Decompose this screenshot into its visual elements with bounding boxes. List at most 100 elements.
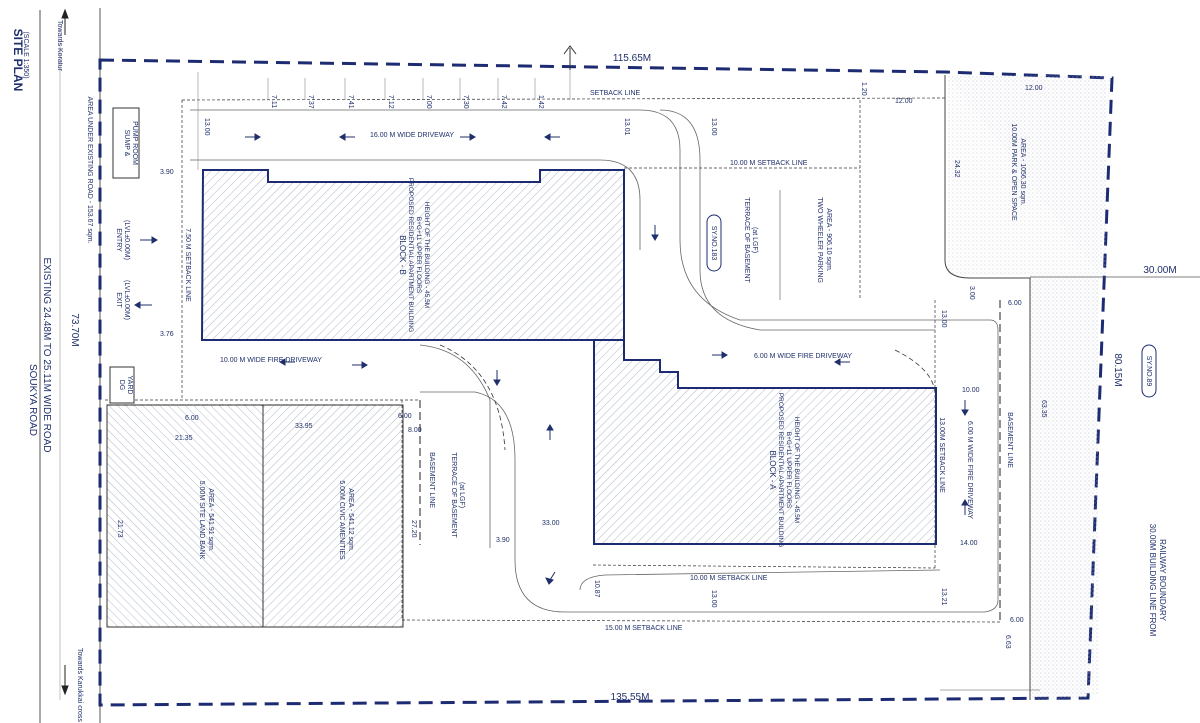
dim-21-35: 21.35: [175, 435, 193, 442]
dim-tick-3: 7.41: [347, 95, 354, 109]
setback-15-label: 15.00 M SETBACK LINE: [605, 625, 683, 632]
dg-label: DG: [118, 380, 125, 391]
svg-text:BLOCK - B: BLOCK - B: [398, 235, 407, 275]
setback-10-lower-label: 10.00 M SETBACK LINE: [690, 575, 768, 582]
dim-tick-7: 7.42: [500, 95, 507, 109]
dim-6-00-c: 6.00: [398, 413, 412, 420]
dim-6-00-b: 6.00: [185, 415, 199, 422]
traffic-arrows: [134, 133, 969, 585]
site-bank-label: 5.00M SITE LAND BANK: [198, 481, 205, 560]
dim-right-boundary: 80.15M: [1112, 353, 1123, 386]
soukya-road-label: SOUKYA ROAD: [27, 364, 38, 436]
sy-89-badge: [1141, 344, 1157, 398]
dim-3-00: 3.00: [968, 286, 975, 300]
site-land-bank: [106, 404, 264, 628]
sy-89-label: SY.NO.89: [1145, 356, 1152, 387]
block-b-label: BLOCK - B PROPOSED RESIDENTIAL APARTMENT…: [398, 178, 430, 332]
setback-750-label: 7.50 M SETBACK LINE: [184, 228, 191, 302]
towards-karukkai-label: Towards Karukkai cross: [76, 648, 83, 722]
entry-label: ENTRY: [115, 228, 122, 252]
dim-13-00-b: 13.00: [710, 118, 717, 136]
entry-level-label: (LVL±0.00M): [123, 220, 130, 260]
dim-3-76: 3.76: [160, 331, 174, 338]
dim-1-20: 1.20: [860, 82, 867, 96]
site-bank-area-label: AREA - 541.91 sqm.: [207, 488, 214, 551]
dim-bottom-boundary: 135.55M: [611, 692, 650, 703]
fire-6-v-label: 6.00 M WIDE FIRE DRIVEWAY: [966, 421, 973, 519]
dim-right-spur: 30.00M: [1143, 265, 1176, 276]
terrace-basement-label-1: TERRACE OF BASEMENT: [743, 197, 750, 283]
block-a: [593, 339, 937, 545]
dim-13-21: 13.21: [940, 588, 947, 606]
dim-3-90-b: 3.90: [496, 537, 510, 544]
area-under-road-label: AREA UNDER EXISTING ROAD - 153.67 sqm.: [86, 96, 93, 243]
civic-label: 5.00M CIVIC AMENITIES: [338, 480, 345, 560]
basement-lines: [419, 300, 1001, 620]
setback-13-label: 13.00M SETBACK LINE: [938, 417, 945, 493]
svg-text:PROPOSED RESIDENTIAL APARTMENT: PROPOSED RESIDENTIAL APARTMENT BUILDING: [777, 393, 784, 547]
svg-text:B+G+11 UPPER FLOORS: B+G+11 UPPER FLOORS: [415, 217, 422, 294]
sy-183-label: SY.NO.183: [710, 226, 717, 261]
north-arrow-icon: [563, 45, 577, 70]
svg-text:HEIGHT OF THE BUILDING - 45.5M: HEIGHT OF THE BUILDING - 45.5M: [423, 202, 430, 308]
civic-area-label: AREA - 541.12 sqm.: [347, 488, 354, 551]
svg-text:PROPOSED RESIDENTIAL APARTMENT: PROPOSED RESIDENTIAL APARTMENT BUILDING: [407, 178, 414, 332]
civic-amenities: [262, 404, 404, 628]
top-dim-ticks: [197, 60, 571, 170]
dim-33-00: 33.00: [542, 520, 560, 527]
block-b: [200, 169, 625, 341]
dim-8-00: 8.00: [408, 427, 422, 434]
dim-tick-4: 7.12: [387, 95, 394, 109]
dim-6-00-a: 6.00: [1008, 300, 1022, 307]
terrace-basement-sub-2: (at LGF): [458, 482, 465, 508]
railway-line-label: 30.00M BUILDING LINE FROM: [1148, 524, 1157, 637]
driveway-16-label: 16.00 M WIDE DRIVEWAY: [370, 132, 454, 139]
svg-text:B+G+11 UPPER FLOORS: B+G+11 UPPER FLOORS: [785, 432, 792, 509]
dim-13-00-a: 13.00: [203, 118, 210, 136]
towards-koratur-label: Towards Koratur: [56, 20, 63, 72]
exit-label: EXIT: [115, 292, 122, 308]
driveway-curve-mid: [439, 344, 506, 451]
sump-box: [112, 107, 140, 179]
setback-top-label: SETBACK LINE: [590, 90, 641, 97]
yard-label: YARD: [126, 376, 133, 395]
dim-10-00: 10.00: [962, 387, 980, 394]
dim-tick-1: 7.11: [270, 95, 277, 108]
dim-6-63: 6.63: [1004, 635, 1011, 649]
dim-13-00-c: 13.00: [940, 310, 947, 328]
pump-room-label: PUMP ROOM: [131, 121, 138, 165]
driveway-outlines: [190, 109, 999, 613]
railway-boundary-label: RAILWAY BOUNDARY: [1158, 539, 1167, 621]
exit-level-label: (LVL±0.00M): [123, 280, 130, 320]
block-a-label: BLOCK - A PROPOSED RESIDENTIAL APARTMENT…: [768, 393, 800, 547]
sy-183-badge: [706, 214, 722, 272]
dim-12-00-a: 12.00: [895, 98, 913, 105]
dim-14-00: 14.00: [960, 540, 978, 547]
dim-10-87: 10.87: [593, 580, 600, 598]
dim-6-00-d: 6.00: [1010, 617, 1024, 624]
terrace-basement-sub-1: (at LGF): [751, 227, 758, 253]
dim-63-35: 63.35: [1040, 400, 1047, 418]
dim-tick-5: 7.00: [425, 95, 432, 109]
dim-left-boundary: 73.70M: [69, 313, 80, 346]
dim-12-00-b: 12.00: [1025, 85, 1043, 92]
terrace-basement-label-2: TERRACE OF BASEMENT: [450, 452, 457, 538]
fire-6-h-label: 6.00 M WIDE FIRE DRIVEWAY: [754, 353, 852, 360]
dim-13-00-d: 13.00: [710, 590, 717, 608]
basement-left-label: BASEMENT LINE: [428, 452, 435, 508]
dim-24-32: 24.32: [953, 160, 960, 178]
fire-10-label: 10.00 M WIDE FIRE DRIVEWAY: [220, 357, 322, 364]
svg-text:BLOCK - A: BLOCK - A: [768, 450, 777, 490]
dim-tick-8: 1.42: [537, 95, 544, 109]
dim-27-20: 27.20: [410, 520, 417, 538]
dim-33-95: 33.95: [295, 423, 313, 430]
two-wheeler-area-label: AREA - 906.10 sqm.: [825, 208, 832, 271]
svg-text:HEIGHT OF THE BUILDING - 45.5M: HEIGHT OF THE BUILDING - 45.5M: [793, 417, 800, 523]
dim-top-boundary: 115.65M: [613, 53, 651, 64]
setback-lines: [105, 97, 1001, 623]
sump-label: SUMP &: [123, 130, 130, 157]
park-edge: [944, 75, 1031, 700]
road-direction-arrows: [61, 8, 69, 696]
dim-13-01: 13.01: [623, 118, 630, 136]
